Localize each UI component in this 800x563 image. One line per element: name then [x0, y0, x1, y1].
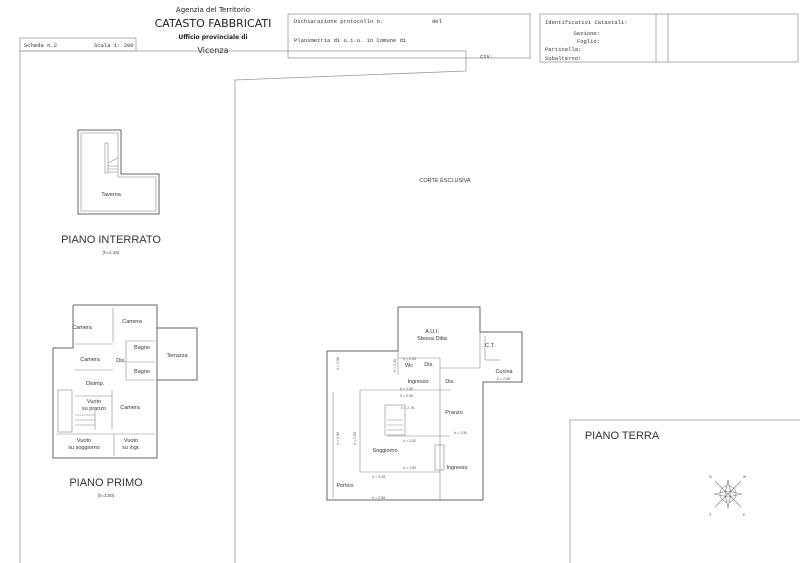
declaration-box [287, 13, 531, 59]
compass-n: N [709, 475, 712, 479]
sheet-frame [19, 50, 467, 563]
room-soggiorno: Soggiorno [372, 448, 397, 454]
room-dis: Dis. [116, 358, 126, 364]
room-pranzo: Pranzo [445, 410, 462, 416]
height-label: h = 2.82 [403, 439, 416, 443]
first-floor-title: PIANO PRIMO [69, 477, 143, 489]
room-ct: C.T. [485, 343, 495, 349]
first-floor-plan: Camera Camera Bagno Camera Dis. Bagno Te… [52, 304, 198, 459]
void-pranzo-2: su pranzo [82, 406, 106, 412]
height-label: h = 2.50 [400, 394, 413, 398]
room-disimp: Disimp. [86, 381, 105, 387]
first-floor-height: (h=3.00) [98, 493, 115, 498]
scheda-number: Scheda n.2 [24, 42, 57, 49]
office-city: Vicenza [197, 46, 228, 55]
office-label: Ufficio provinciale di [178, 34, 247, 41]
height-label: h = 2.50 [336, 432, 340, 445]
room-bagno-2: Bagno [134, 369, 150, 375]
particella-label: Particella: [545, 46, 581, 53]
compass-s: S [709, 513, 712, 517]
civ-label: civ. [480, 53, 493, 60]
sezione-label: Sezione: [574, 30, 600, 37]
room-cucina: Cucina [495, 369, 513, 375]
height-label: h = 2.50 [353, 432, 357, 445]
room-aui: A.U.I. [425, 329, 439, 335]
piano-terra-box [569, 419, 800, 563]
room-dis-1: Dis. [424, 362, 434, 368]
room-camera-3: Camera [80, 357, 101, 363]
yard-label: CORTE ESCLUSIVA [419, 178, 470, 184]
room-stessa-ditta: Stessa Ditta [417, 336, 448, 342]
height-label: h = 2.59 [372, 496, 385, 500]
compass-e: E [743, 513, 746, 517]
room-portico: Portico [336, 483, 353, 489]
height-label: h = 2.50 [400, 387, 413, 391]
void-ingr-2: su ingr. [122, 445, 140, 451]
void-soggiorno-2: su soggiorno [68, 445, 100, 451]
plan-label: Planimetria di u.i.u. in Comune di [294, 37, 407, 44]
room-ingresso-2: Ingresso [446, 465, 467, 471]
del-label: del [432, 18, 442, 25]
height-label: h = 2.50 [336, 357, 340, 370]
ground-floor-plan: A.U.I. Stessa Ditta C.T. Wc Dis. Ingress… [326, 306, 523, 501]
subalterno-label: Subalterno: [545, 55, 581, 62]
compass-w: W [743, 475, 747, 479]
basement-plan: Taverna [77, 129, 160, 215]
height-label: h = 2.76 [401, 406, 414, 410]
room-taverna: Taverna [101, 192, 122, 198]
height-label: h = 2.82 [403, 466, 416, 470]
height-label: h = 2.50 [454, 431, 467, 435]
document-title: CATASTO FABBRICATI [155, 17, 272, 30]
basement-title: PIANO INTERRATO [61, 234, 161, 246]
room-camera-2: Camera [122, 319, 143, 325]
room-terrazza: Terrazza [166, 353, 188, 359]
scale: Scala 1: 200 [94, 42, 134, 49]
void-pranzo-1: Vuoto [87, 399, 101, 405]
compass-rose-icon: N W S E [709, 475, 747, 517]
agency-header: Agenzia del Territorio CATASTO FABBRICAT… [155, 6, 272, 55]
protocol-label: Dichiarazione protocollo n. [294, 18, 383, 25]
room-wc: Wc [405, 363, 413, 369]
room-camera-4: Camera [120, 405, 141, 411]
basement-height: (h=2.26) [103, 250, 120, 255]
ground-floor-title: PIANO TERRA [585, 430, 660, 442]
room-bagno-1: Bagno [134, 345, 150, 351]
room-dis-2: Dis. [445, 379, 455, 385]
identifiers-title: Identificativi Catastali: [545, 19, 628, 26]
foglio-label: Foglio: [577, 38, 600, 45]
height-label: h = 2.50 [393, 359, 397, 372]
room-ingresso-1: Ingresso [407, 379, 428, 385]
height-label: h = 2.50 [403, 357, 416, 361]
room-camera-1: Camera [72, 325, 93, 331]
void-soggiorno-1: Vuoto [77, 438, 91, 444]
agency-name: Agenzia del Territorio [176, 6, 250, 14]
void-ingr-1: Vuoto [124, 438, 138, 444]
height-label: h = 2.50 [497, 377, 510, 381]
height-label: h = 3.28 [372, 475, 385, 479]
identifiers-box [539, 13, 799, 63]
